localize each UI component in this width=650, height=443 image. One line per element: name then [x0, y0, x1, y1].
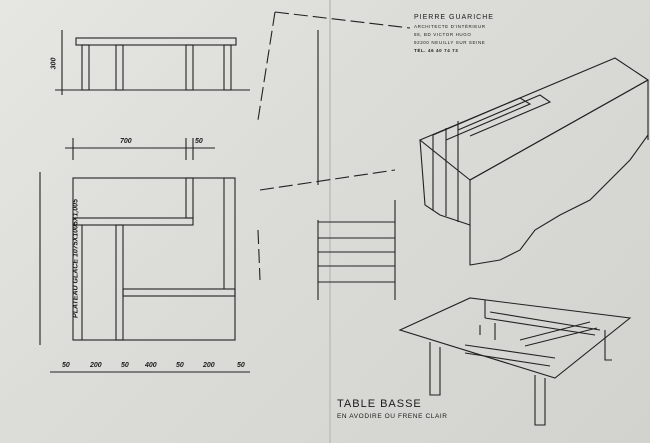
dim-bottom-5: 50	[176, 362, 184, 369]
joint-detail	[418, 57, 650, 266]
dimension-lines	[39, 138, 250, 373]
dim-bottom-7: 50	[237, 362, 245, 369]
plan-view	[72, 177, 236, 341]
address-city: 92200 NEUILLY SUR SEINE	[414, 40, 486, 45]
drawing-title: TABLE BASSE	[337, 398, 422, 410]
side-section-solid	[317, 30, 396, 300]
perspective-view	[398, 297, 632, 426]
dim-bottom-4: 400	[145, 362, 157, 369]
dim-top-leg: 50	[195, 138, 203, 145]
dim-height: 300	[50, 57, 58, 70]
dim-bottom-6: 200	[203, 362, 215, 369]
dim-bottom-1: 50	[62, 362, 70, 369]
phone: TÉL. 46 40 74 73	[414, 48, 459, 53]
dim-top-width: 700	[120, 138, 132, 145]
dim-bottom-3: 50	[121, 362, 129, 369]
front-elevation	[55, 30, 250, 95]
side-section	[257, 11, 411, 281]
architect-block: PIERRE GUARICHE ARCHITECTE D'INTÉRIEUR 8…	[414, 14, 494, 53]
architect-title: ARCHITECTE D'INTÉRIEUR	[414, 24, 486, 29]
plate-label: PLATEAU GLACE 1075X1005X1,005	[72, 199, 80, 318]
dim-bottom-2: 200	[90, 362, 102, 369]
drawing-subtitle: EN AVODIRE OU FRENE CLAIR	[337, 413, 448, 420]
address-street: 88, BD VICTOR HUGO	[414, 32, 472, 37]
architect-name: PIERRE GUARICHE	[414, 14, 494, 21]
